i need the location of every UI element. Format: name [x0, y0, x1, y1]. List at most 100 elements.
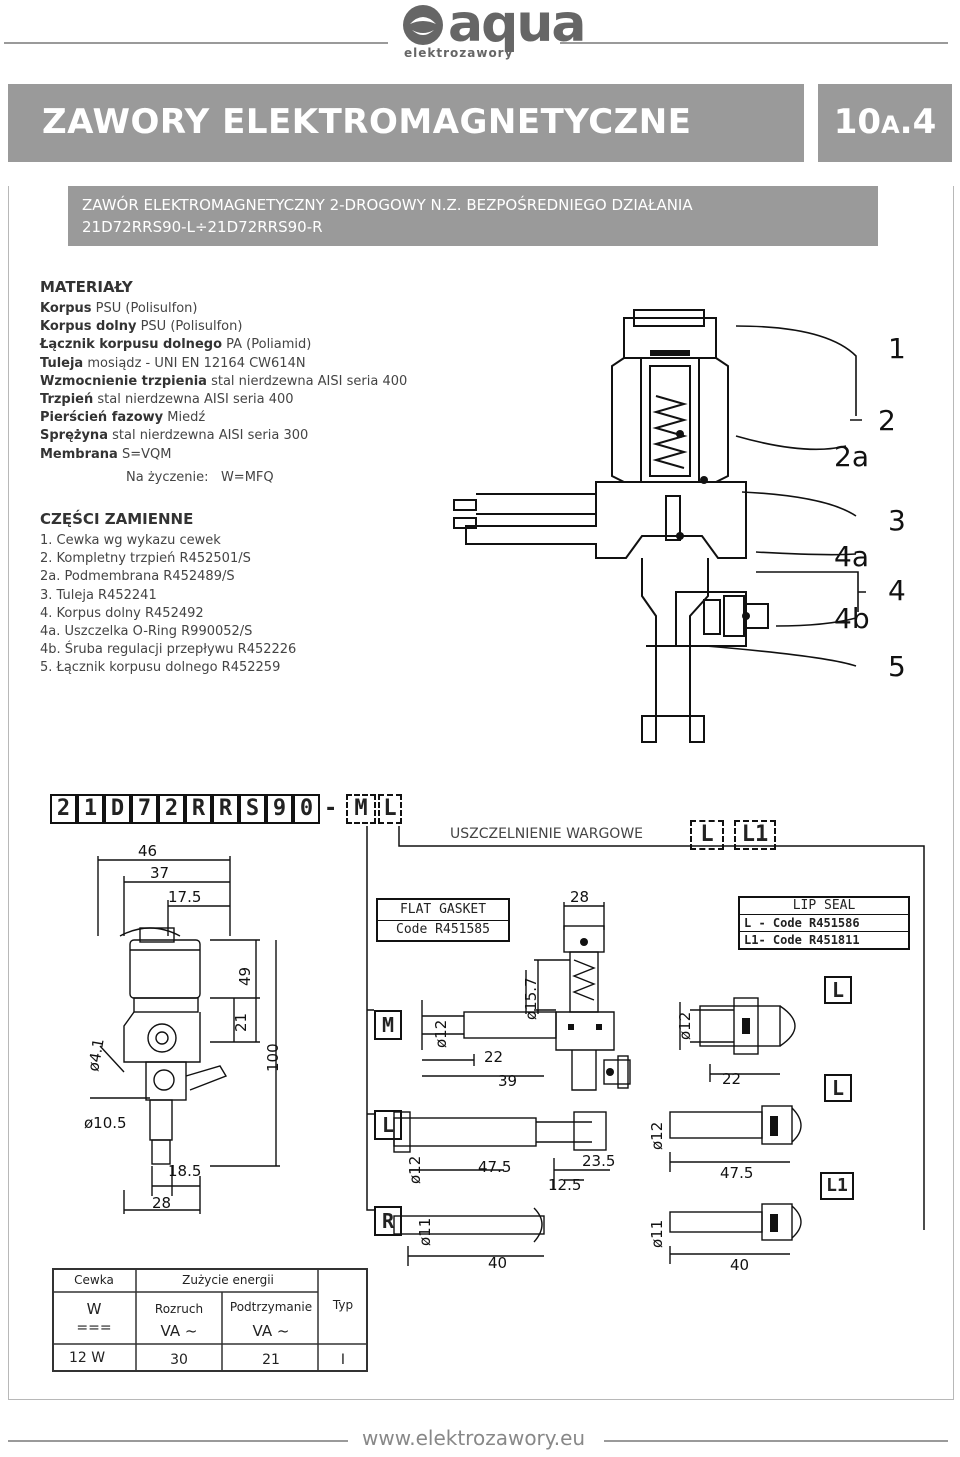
page-title: ZAWORY ELEKTROMAGNETYCZNE — [42, 102, 692, 142]
coil-energy-table: Cewka Zużycie energii Typ W === Rozruch … — [52, 1268, 368, 1372]
brand-sub: elektrozawory — [404, 46, 514, 60]
col-energy: Zużycie energii — [182, 1273, 274, 1287]
spare-part-item: 5. Łącznik korpusu dolnego R452259 — [40, 660, 281, 676]
code-char-box: 1 — [77, 794, 104, 824]
sub-w: W — [86, 1300, 102, 1318]
dim-100: 100 — [264, 1043, 282, 1072]
code-l-box: L — [378, 794, 402, 824]
request-row: Na życzenie: W=MFQ — [126, 470, 274, 485]
dim-39: 39 — [498, 1072, 517, 1090]
content-frame — [8, 186, 954, 1400]
callout-4: 4 — [888, 574, 906, 607]
material-value: S=VQM — [121, 446, 172, 462]
dim-d15-7: ø15.7 — [522, 977, 540, 1020]
dim-22-right: 22 — [722, 1070, 741, 1088]
col-coil: Cewka — [74, 1273, 114, 1287]
sub-start: Rozruch — [154, 1302, 204, 1316]
callout-4a: 4a — [834, 540, 869, 573]
top-rule-left — [4, 42, 388, 44]
code-char-box: 2 — [50, 794, 77, 824]
callout-5: 5 — [888, 650, 906, 683]
dim-21: 21 — [232, 1013, 250, 1032]
lip-seal-title: LIP SEAL — [740, 898, 908, 915]
seal-title: USZCZELNIENIE WARGOWE — [450, 826, 644, 842]
fitting-l-right-top: L — [824, 976, 852, 1004]
material-name: Korpus dolny — [40, 319, 137, 335]
top-rule-right — [560, 42, 948, 44]
fitting-m-label: M — [374, 1010, 402, 1040]
spare-part-item: 4b. Śruba regulacji przepływu R452226 — [40, 642, 297, 658]
dim-22-mid: 22 — [484, 1048, 503, 1066]
dim-d12-l: ø12 — [406, 1156, 424, 1184]
callout-2: 2 — [878, 404, 896, 437]
spare-parts-heading: CZĘŚCI ZAMIENNE — [40, 510, 194, 528]
material-row: Tuleja mosiądz - UNI EN 12164 CW614N — [40, 356, 306, 371]
code-char-box: R — [185, 794, 212, 824]
material-name: Korpus — [40, 301, 92, 316]
code-dash: - — [324, 796, 338, 821]
spare-part-item: 2a. Podmembrana R452489/S — [40, 569, 235, 585]
product-title: ZAWÓR ELEKTROMAGNETYCZNY 2-DROGOWY N.Z. … — [82, 196, 693, 214]
row-w: 12 W — [68, 1350, 106, 1366]
bottom-rule-right — [604, 1440, 948, 1442]
material-name: Tuleja — [40, 355, 84, 371]
dim-37: 37 — [150, 864, 169, 882]
flat-gasket-title: FLAT GASKET — [378, 900, 508, 921]
sub-hold: Podtrzymanie — [229, 1300, 313, 1314]
lip-seal-row-l1: L1- Code R451811 — [744, 933, 860, 947]
dim-d12-right-top: ø12 — [676, 1012, 694, 1040]
dim-d12-m: ø12 — [432, 1020, 450, 1048]
dim-23-5: 23.5 — [582, 1152, 615, 1170]
material-value: stal nierdzewna AISI seria 300 — [112, 428, 309, 444]
material-name: Trzpień — [40, 392, 94, 407]
valve-section-drawing: 1 2 2a 3 4a 4 4b 5 — [453, 309, 906, 743]
code-char-box: 0 — [293, 794, 320, 824]
material-value: stal nierdzewna AISI seria 400 — [211, 373, 408, 389]
dim-47-5-mid: 47.5 — [478, 1158, 511, 1176]
seal-l1-box: L1 — [734, 820, 776, 850]
code-char-box: D — [104, 794, 131, 824]
material-name: Łącznik korpusu dolnego — [40, 337, 222, 353]
code-char-box: 7 — [131, 794, 158, 824]
callout-1: 1 — [888, 332, 906, 365]
material-row: Wzmocnienie trzpienia stal nierdzewna AI… — [40, 374, 407, 389]
dim-49: 49 — [236, 967, 254, 986]
material-value: PSU (Polisulfon) — [95, 301, 198, 316]
dim-46: 46 — [138, 842, 157, 860]
table-grid — [54, 1270, 366, 1370]
product-codes: 21D72RRS90-L÷21D72RRS90-R — [82, 218, 323, 236]
footer-url[interactable]: www.elektrozawory.eu — [362, 1426, 586, 1450]
spare-part-item: 4. Korpus dolny R452492 — [40, 605, 204, 621]
sub-w-symbol: === — [76, 1320, 112, 1336]
dim-17-5: 17.5 — [168, 888, 201, 906]
logo-mark-icon — [403, 5, 443, 45]
spare-part-item: 2. Kompletny trzpień R452501/S — [40, 551, 251, 567]
material-name: Sprężyna — [40, 428, 108, 444]
fittings-middle-drawing: 28 ø15.7 ø12 22 39 ø12 47.5 23.5 12.5 ø1… — [393, 890, 631, 1272]
code-char-box: 2 — [158, 794, 185, 824]
material-row: Trzpień stal nierdzewna AISI seria 400 — [40, 392, 294, 407]
dim-d11-right: ø11 — [650, 1220, 666, 1248]
code-m-box: M — [346, 794, 376, 824]
seal-l-box: L — [690, 820, 724, 850]
spare-part-item: 1. Cewka wg wykazu cewek — [40, 533, 221, 548]
material-name: Pierścień fazowy — [40, 410, 164, 426]
material-row: Łącznik korpusu dolnego PA (Poliamid) — [40, 337, 311, 352]
product-header: ZAWÓR ELEKTROMAGNETYCZNY 2-DROGOWY N.Z. … — [68, 186, 878, 246]
code-char-box: S — [239, 794, 266, 824]
brand-name: aqua — [448, 0, 586, 54]
dim-d4-1: ø4.1 — [84, 1037, 107, 1073]
dim-40-right: 40 — [730, 1256, 749, 1274]
row-type: I — [340, 1352, 346, 1368]
page-number: 10A.4 — [833, 102, 937, 142]
row-start: 30 — [170, 1352, 188, 1368]
dim-12-5: 12.5 — [548, 1176, 581, 1194]
material-value: stal nierdzewna AISI seria 400 — [97, 392, 294, 407]
dim-28-mid: 28 — [570, 890, 589, 906]
fitting-l1-right: L1 — [820, 1172, 854, 1200]
fitting-l-label: L — [374, 1110, 402, 1140]
bottom-rule-left — [8, 1440, 348, 1442]
title-bar: ZAWORY ELEKTROMAGNETYCZNE — [8, 84, 804, 162]
row-hold: 21 — [262, 1352, 280, 1368]
